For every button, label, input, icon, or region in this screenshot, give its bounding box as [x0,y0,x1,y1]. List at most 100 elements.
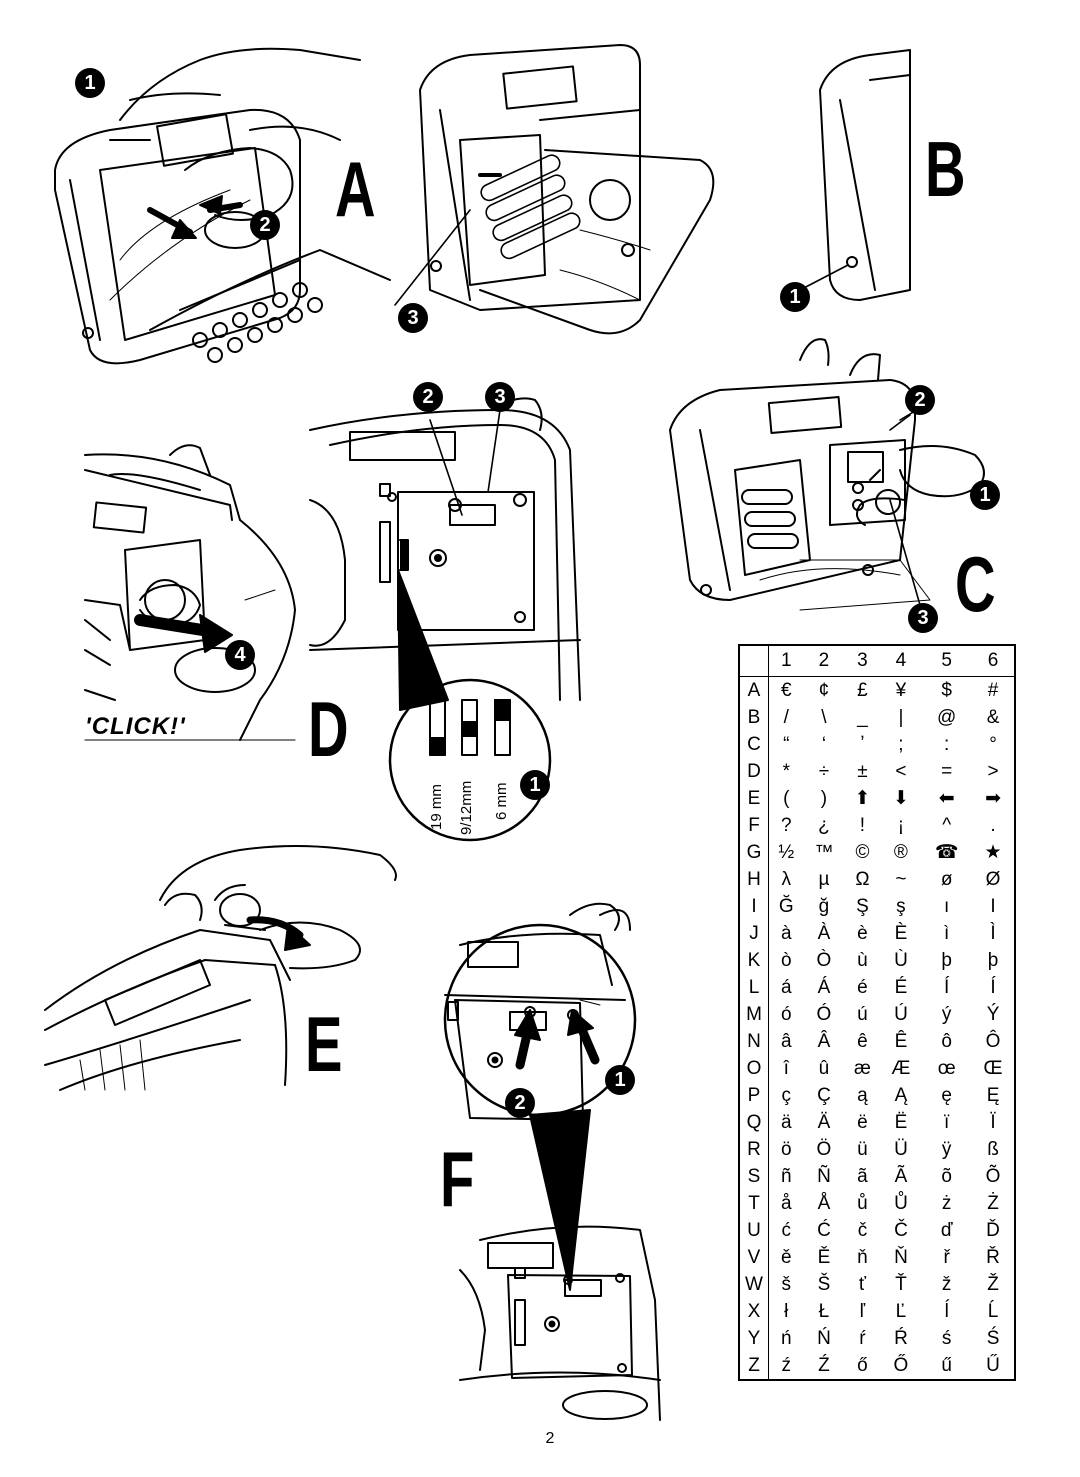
character-cell: € [781,679,792,701]
row-label: J [739,920,769,947]
character-cell: £ [857,679,868,701]
figure-e-illustration [44,845,397,1091]
character-table: 1 2 3 4 5 6 A€¢£¥$#B/\_|@&C“‘ʼ;:°D*÷±<=>… [738,644,1016,1381]
callout-a-1: 1 [75,68,105,98]
figure-label-e: E [305,1000,343,1088]
character-cell: > [987,760,999,782]
character-cell: = [941,760,953,782]
character-row: A€¢£¥$# [739,676,1015,704]
character-cell: Œ [983,1057,1003,1079]
callout-d-2: 2 [413,382,443,412]
row-label: A [739,676,769,704]
callout-a-3: 3 [398,303,428,333]
character-cell: µ [818,868,830,890]
character-cell: . [990,814,996,836]
character-table-header: 1 2 3 4 5 6 [739,645,1015,677]
character-cell: ï [944,1111,950,1133]
character-cell: Ý [986,1003,1000,1025]
character-cell: ¥ [895,679,907,701]
character-cell: © [855,841,870,863]
character-cell: Ń [817,1327,831,1349]
character-cell: Ű [986,1354,1000,1376]
character-cell: Ã [894,1165,908,1187]
character-cell: Ñ [817,1165,831,1187]
character-cell: ż [941,1192,952,1214]
character-cell: Ö [816,1138,832,1160]
character-cell: Ş [856,895,869,917]
character-cell: Í [990,976,996,998]
figure-label-a: A [335,145,376,233]
character-cell: Ê [894,1030,908,1052]
character-cell: ÷ [818,760,830,782]
character-cell: Õ [985,1165,1001,1187]
character-cell: Ř [986,1246,1000,1268]
character-cell: ň [857,1246,868,1268]
figure-b-illustration [799,49,911,301]
character-cell: č [857,1219,868,1241]
character-cell: é [857,976,868,998]
character-cell: ^ [942,814,952,836]
character-cell: Ž [987,1273,999,1295]
character-cell: ő [857,1354,868,1376]
row-label: T [739,1190,769,1217]
character-cell: ( [783,787,790,809]
character-cell: ì [944,922,950,944]
character-cell: λ [781,868,792,890]
character-cell: Ź [818,1354,830,1376]
character-cell: ľ [859,1300,866,1322]
character-cell: þ [941,949,952,971]
character-cell: ⬅ [938,788,955,809]
character-cell: Ó [816,1003,832,1025]
row-label: H [739,866,769,893]
character-cell: ⬆ [854,788,871,809]
figure-label-b: B [925,125,966,213]
character-cell: I [990,895,996,917]
character-cell: ć [781,1219,792,1241]
figure-label-c: C [955,540,996,628]
character-cell: Æ [891,1057,911,1079]
character-cell: ± [857,760,868,782]
character-cell: î [783,1057,789,1079]
character-cell: À [817,922,831,944]
character-cell: Á [817,976,831,998]
character-cell: $ [941,679,952,701]
figure-a-right-illustration [394,44,715,335]
character-cell: ë [857,1111,868,1133]
row-label: D [739,758,769,785]
character-cell: ý [941,1003,952,1025]
character-cell: Ä [817,1111,831,1133]
tape-size-6mm: 6 mm [493,782,510,821]
column-header: 2 [803,645,845,677]
character-cell: Ë [894,1111,908,1133]
row-label: W [739,1271,769,1298]
character-cell: ™ [814,841,834,863]
character-cell: ě [781,1246,792,1268]
character-cell: è [857,922,868,944]
character-cell: Ď [986,1219,1000,1241]
row-label: G [739,839,769,866]
character-cell: Ù [894,949,908,971]
character-cell: Ú [894,1003,908,1025]
character-cell: Ě [817,1246,831,1268]
character-cell: ® [893,841,908,863]
character-cell: / [783,706,789,728]
character-cell: < [895,760,907,782]
row-label: M [739,1001,769,1028]
character-cell: ò [781,949,792,971]
character-cell: ‘ [821,733,827,755]
column-header: 6 [972,645,1015,677]
character-cell: \ [821,706,827,728]
callout-c-1: 1 [970,480,1000,510]
click-label: 'CLICK!' [85,713,186,740]
character-cell: å [781,1192,792,1214]
